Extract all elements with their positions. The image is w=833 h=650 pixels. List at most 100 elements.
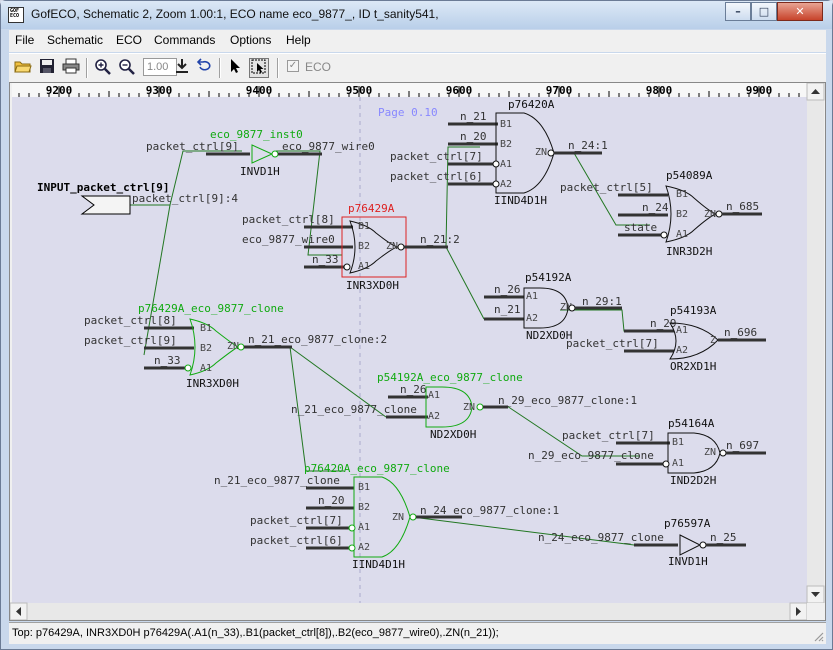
menu-file[interactable]: File — [15, 33, 35, 47]
menu-schematic[interactable]: Schematic — [47, 33, 104, 47]
minimize-button[interactable]: – — [725, 2, 751, 21]
gate-inst-label: p76420A_eco_9877_clone — [304, 462, 450, 475]
menu-eco[interactable]: ECO — [116, 33, 143, 47]
zoom-out-icon[interactable] — [117, 58, 137, 78]
pin-net-label: n_21_eco_9877_clone — [291, 403, 417, 416]
pin-label: A1 — [676, 325, 688, 336]
print-icon[interactable] — [61, 58, 81, 78]
gate-p54193a[interactable]: p54193A n_29 packet_ctrl[7] A1 A2 Z n_69… — [566, 304, 766, 373]
pin-label: A2 — [676, 345, 688, 356]
pin-net-label: n_24 — [642, 201, 669, 214]
pin-label: B1 — [358, 482, 370, 493]
pointer-icon[interactable] — [225, 58, 245, 78]
gate-cell-label: OR2XD1H — [670, 360, 716, 373]
menu-help[interactable]: Help — [286, 33, 311, 47]
gate-p54192a[interactable]: p54192A n_26 n_21 A1 A2 ZN n_29:1 ND2XD0… — [484, 271, 622, 342]
zoom-input[interactable]: 1.00 — [143, 58, 177, 76]
pin-label: B2 — [200, 343, 212, 354]
pin-net-label: n_697 — [726, 439, 759, 452]
gate-p54089a[interactable]: p54089A packet_ctrl[5] n_24 state B1 B2 … — [560, 169, 762, 258]
pin-net-label: n_20 — [318, 494, 345, 507]
ruler-label: 9900 — [746, 84, 773, 97]
pin-label: A2 — [358, 542, 370, 553]
maximize-button[interactable]: □ — [751, 2, 777, 21]
gate-p76429a[interactable]: p76429A packet_ctrl[8] eco_9877_wire0 n_… — [242, 202, 460, 292]
pin-net-label: n_21:2 — [420, 233, 460, 246]
pin-net-label: n_20 — [460, 130, 487, 143]
pin-net-label: n_26 — [400, 383, 427, 396]
pin-label: A1 — [500, 159, 512, 170]
zoom-in-icon[interactable] — [93, 58, 113, 78]
toolbar-separator — [86, 58, 88, 78]
horizontal-scrollbar[interactable] — [10, 603, 807, 620]
pin-net-label: packet_ctrl[6] — [390, 170, 483, 183]
pin-net-label: state — [624, 221, 657, 234]
pin-label: A2 — [500, 179, 512, 190]
download-arrow-icon[interactable] — [172, 58, 192, 78]
pin-net-label: n_24:1 — [568, 139, 608, 152]
toolbar: 1.00 ✓ ECO — [9, 53, 826, 83]
vertical-scrollbar[interactable] — [807, 83, 824, 603]
gate-cell-label: INR3D2H — [666, 245, 712, 258]
gate-inst-label: p54164A — [668, 417, 715, 430]
scroll-right-arrow-icon — [796, 607, 801, 616]
pin-label: A1 — [428, 390, 440, 401]
pin-net-label: n_696 — [724, 326, 757, 339]
pin-net-label: n_685 — [726, 200, 759, 213]
gate-inst-label: p54193A — [670, 304, 717, 317]
toolbar-separator — [277, 58, 279, 78]
pin-net-label: eco_9877_wire0 — [282, 140, 375, 153]
gate-p76420a-clone[interactable]: p76420A_eco_9877_clone n_21_eco_9877_clo… — [214, 462, 559, 571]
pin-label: A1 — [358, 522, 370, 533]
undo-icon[interactable] — [194, 58, 214, 78]
save-icon[interactable] — [37, 58, 57, 78]
gate-p54192a-clone[interactable]: p54192A_eco_9877_clone n_26 n_21_eco_987… — [291, 371, 637, 441]
input-port-label: INPUT_packet_ctrl[9] — [37, 181, 169, 194]
eco-checkbox[interactable]: ✓ — [287, 60, 299, 72]
pin-net-label: packet_ctrl[8] — [242, 213, 335, 226]
scroll-up-arrow-icon — [811, 89, 820, 94]
open-folder-icon[interactable] — [13, 58, 33, 78]
pin-net-label: n_24_eco_9877_clone — [538, 531, 664, 544]
pin-net-label: n_29_eco_9877_clone — [528, 449, 654, 462]
pin-label: ZN — [535, 147, 547, 158]
pin-label: A1 — [526, 291, 538, 302]
pin-label: B1 — [358, 221, 370, 232]
gate-inst-label: p54089A — [666, 169, 713, 182]
gate-cell-label: ND2XD0H — [430, 428, 476, 441]
gate-p76429a-clone[interactable]: p76429A_eco_9877_clone packet_ctrl[8] pa… — [84, 302, 387, 390]
pin-label: ZN — [704, 447, 716, 458]
pin-label: ZN — [227, 341, 239, 352]
menu-commands[interactable]: Commands — [154, 33, 216, 47]
gate-p54164a[interactable]: p54164A packet_ctrl[7] n_29_eco_9877_clo… — [528, 417, 766, 487]
gate-p76597a[interactable]: p76597A n_24_eco_9877_clone n_25 INVD1H — [538, 517, 746, 568]
gate-cell-label: IIND4D1H — [352, 558, 405, 571]
pin-label: ZN — [704, 209, 716, 220]
ruler-label: 9300 — [146, 84, 173, 97]
pin-net-label: packet_ctrl[9] — [84, 334, 177, 347]
gate-cell-label: ND2XD0H — [526, 329, 572, 342]
pin-label: B2 — [676, 209, 688, 220]
pin-net-label: packet_ctrl[7] — [390, 150, 483, 163]
pin-net-label: n_29:1 — [582, 295, 622, 308]
resize-grip-icon[interactable] — [812, 630, 824, 642]
eco-checkbox-label: ECO — [305, 60, 332, 74]
gate-cell-label: INVD1H — [240, 165, 280, 178]
pin-net-label: n_21_eco_9877_clone:2 — [248, 333, 387, 346]
pin-net-label: n_33 — [154, 354, 181, 367]
gate-eco-9877-inst0[interactable]: eco_9877_inst0 packet_ctrl[9] eco_9877_w… — [146, 128, 375, 178]
pin-net-label: packet_ctrl[7] — [562, 429, 655, 442]
pin-net-label: n_29 — [650, 317, 677, 330]
gate-inst-label: p76420A — [508, 98, 555, 111]
gate-p76420a[interactable]: p76420A n_21 n_20 packet_ctrl[7] packet_… — [390, 98, 608, 207]
gate-cell-label: INVD1H — [668, 555, 708, 568]
select-region-icon[interactable] — [249, 58, 269, 78]
close-button[interactable]: ✕ — [777, 2, 823, 21]
input-port[interactable]: INPUT_packet_ctrl[9] packet_ctrl[9]:4 — [37, 181, 238, 215]
menu-options[interactable]: Options — [230, 33, 272, 47]
